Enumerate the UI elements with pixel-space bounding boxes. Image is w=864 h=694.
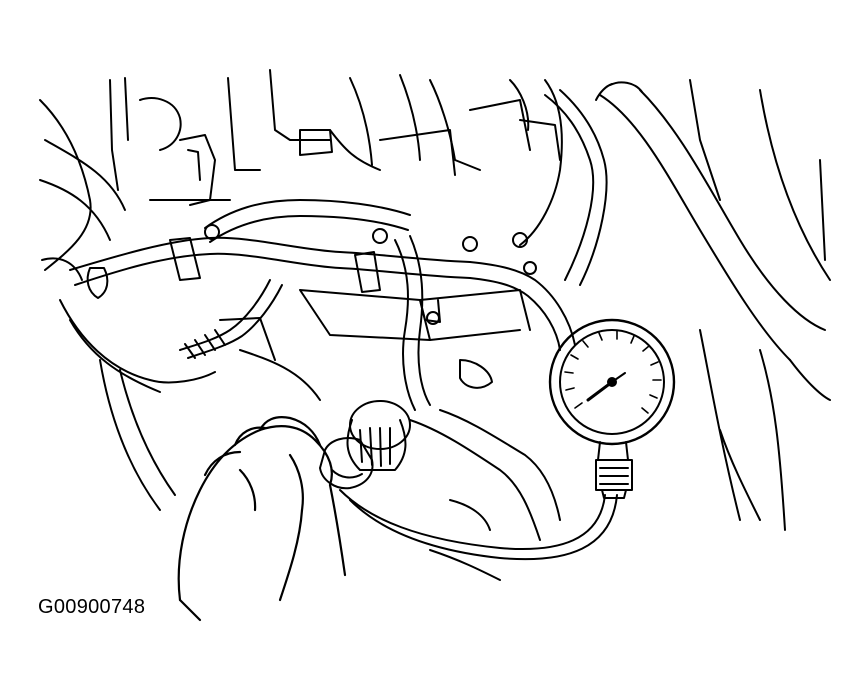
engine-background-lines [39, 69, 831, 581]
gauge-dial-ticks [564, 330, 662, 414]
compression-gauge [548, 318, 676, 499]
injection-pipes [69, 89, 608, 411]
compression-adapter [319, 400, 411, 490]
figure-code-label: G00900748 [38, 596, 146, 618]
gauge-hose [339, 489, 618, 561]
hand [177, 416, 347, 622]
